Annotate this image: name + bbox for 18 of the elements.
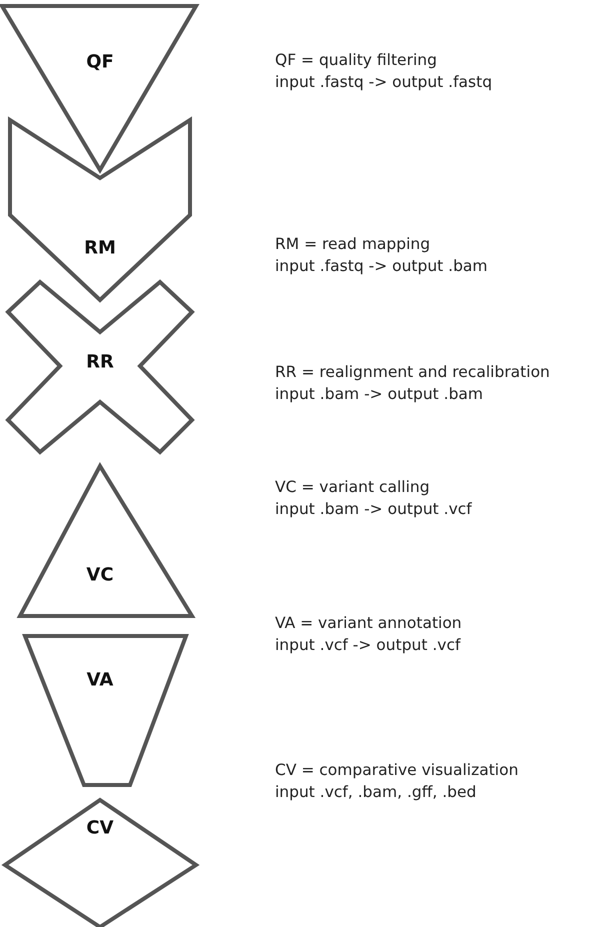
description-text: input .fastq -> output .fastq bbox=[275, 72, 492, 93]
description-text: VC = variant calling bbox=[275, 477, 430, 498]
step-abbreviation: RM bbox=[84, 238, 116, 258]
description-text: VA = variant annotation bbox=[275, 613, 462, 634]
description-text: input .fastq -> output .bam bbox=[275, 256, 488, 277]
description-text: input .bam -> output .vcf bbox=[275, 499, 472, 520]
description-text: RM = read mapping bbox=[275, 234, 430, 255]
description-text: QF = quality filtering bbox=[275, 50, 437, 71]
step-abbreviation: QF bbox=[86, 52, 114, 72]
description-text: CV = comparative visualization bbox=[275, 760, 518, 781]
description-text: RR = realignment and recalibration bbox=[275, 362, 550, 383]
description-text: input .vcf, .bam, .gff, .bed bbox=[275, 782, 476, 803]
description-text: input .vcf -> output .vcf bbox=[275, 635, 460, 656]
step-abbreviation: VC bbox=[86, 564, 114, 586]
description-text: input .bam -> output .bam bbox=[275, 384, 484, 405]
step-abbreviation: CV bbox=[86, 818, 114, 838]
step-abbreviation: VA bbox=[86, 670, 114, 690]
step-abbreviation: RR bbox=[86, 352, 114, 372]
